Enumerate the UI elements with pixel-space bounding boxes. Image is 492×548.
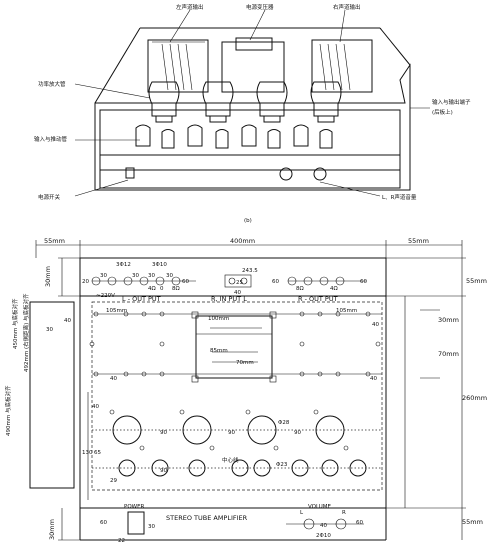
num-130: 130 [82, 450, 93, 456]
power-tube-1 [148, 81, 180, 123]
num-105a: 105mm [106, 308, 127, 314]
num-30-bottom: 30 [148, 524, 155, 530]
dim-left-vertical-2: 492mm (右侧距离) 与底板对齐 [22, 293, 30, 372]
num-25: 25 [236, 280, 243, 286]
num-243-5: 243.5 [242, 268, 258, 274]
label-product-name: STEREO TUBE AMPLIFIER [166, 514, 248, 522]
num-65: 65 [94, 450, 101, 456]
power-tube-sockets [92, 409, 382, 451]
label-volume-knob: L、R声道音量 [382, 193, 417, 201]
num-4ohm-r: 4Ω [330, 286, 338, 292]
num-40e: 40 [92, 404, 99, 410]
label-phi28: Φ28 [278, 420, 290, 426]
figure-caption: (b) [244, 218, 252, 224]
num-30b: 30 [132, 273, 139, 279]
dim-left-vertical-3: 490mm 与底板对齐 [4, 385, 12, 436]
num-60c: 60 [360, 279, 367, 285]
label-phi23: Φ23 [276, 462, 288, 468]
label-volume: VOLUME [308, 504, 332, 510]
num-90a: 90 [160, 430, 167, 436]
label-vol-r: R [342, 510, 346, 516]
small-tube-row [135, 124, 333, 149]
label-l-output: L - OUT PUT [122, 295, 161, 303]
num-30-left: 30 [46, 327, 53, 333]
transformer-cutout [191, 311, 277, 383]
mid-hole-row-1 [89, 341, 381, 347]
power-tube-4 [310, 81, 342, 123]
num-40d: 40 [370, 376, 377, 382]
power-tube-2 [202, 81, 234, 123]
dim-width: 400mm [230, 237, 255, 245]
num-29: 29 [110, 478, 117, 484]
mid-hole-row-2 [92, 371, 382, 377]
label-power-tube: 功率放大管 [38, 80, 66, 88]
num-40a: 40 [64, 318, 71, 324]
num-40b: 40 [372, 322, 379, 328]
label-power: POWER [124, 504, 145, 510]
num-100: 100mm [208, 316, 229, 322]
num-22: 22 [118, 538, 125, 544]
power-switch [125, 167, 135, 179]
label-right-output: 右声道输出 [333, 3, 361, 11]
label-r-output: R - OUT PUT [298, 295, 338, 303]
num-70: 70mm [236, 360, 254, 366]
num-4ohm: 4Ω [148, 286, 156, 292]
rear-jacks [91, 274, 366, 288]
label-io-terminal-1: 输入与输出端子 [432, 98, 471, 106]
label-left-output: 左声道输出 [176, 3, 204, 11]
label-power-transformer: 电源变压器 [246, 3, 274, 11]
num-60a: 60 [182, 279, 189, 285]
num-40: 40 [234, 290, 241, 296]
num-90d: 90 [160, 468, 167, 474]
label-center-line: 中心线 [222, 456, 239, 464]
num-90b: 90 [228, 430, 235, 436]
front-panel [127, 511, 364, 535]
volume-knob-r [313, 167, 327, 181]
dim-70: 70mm [438, 350, 459, 358]
dim-left-vertical-1: 450mm 与底板对齐 [11, 298, 19, 349]
dim-right-margin: 55mm [408, 237, 429, 245]
num-0: 0 [160, 286, 164, 292]
num-60b: 60 [272, 279, 279, 285]
dim-bottom-left: 30mm [48, 519, 56, 540]
dim-30: 30mm [438, 316, 459, 324]
label-vol-l: L [300, 510, 304, 516]
num-30a: 30 [100, 273, 107, 279]
small-tube-sockets [92, 459, 382, 477]
num-60-right: 60 [356, 520, 363, 526]
label-input-driver: 输入与推动管 [34, 135, 68, 143]
amplifier-perspective [74, 9, 430, 197]
num-8ohm-r: 8Ω [296, 286, 304, 292]
num-3phi10: 3Φ10 [152, 262, 167, 268]
label-io-terminal-2: (后板上) [432, 108, 453, 116]
num-90c: 90 [294, 430, 301, 436]
dim-left-margin: 55mm [44, 237, 65, 245]
voltage-label: ~220V [96, 293, 115, 299]
power-tube-3 [256, 81, 288, 123]
volume-knob-l [279, 167, 293, 181]
num-85: 85mm [210, 348, 228, 354]
num-3phi12: 3Φ12 [116, 262, 131, 268]
num-60-bottom: 60 [100, 520, 107, 526]
num-8ohm: 8Ω [172, 286, 180, 292]
chassis-plan [29, 240, 466, 541]
label-power-switch: 电源开关 [38, 193, 61, 201]
num-30d: 30 [166, 273, 173, 279]
dim-260: 260mm [462, 394, 487, 402]
num-40c: 40 [110, 376, 117, 382]
upper-hole-row [92, 311, 382, 317]
num-105b: 105mm [336, 308, 357, 314]
dim-top-left: 30mm [44, 266, 52, 287]
num-2phi10: 2Φ10 [316, 533, 331, 539]
dim-bottom-right: 55mm [462, 518, 483, 526]
num-30c: 30 [148, 273, 155, 279]
num-40-bottom: 40 [320, 523, 327, 529]
label-r-input: R, IN PUT L [211, 295, 247, 303]
dim-top-right: 55mm [466, 277, 487, 285]
num-20: 20 [82, 279, 89, 285]
